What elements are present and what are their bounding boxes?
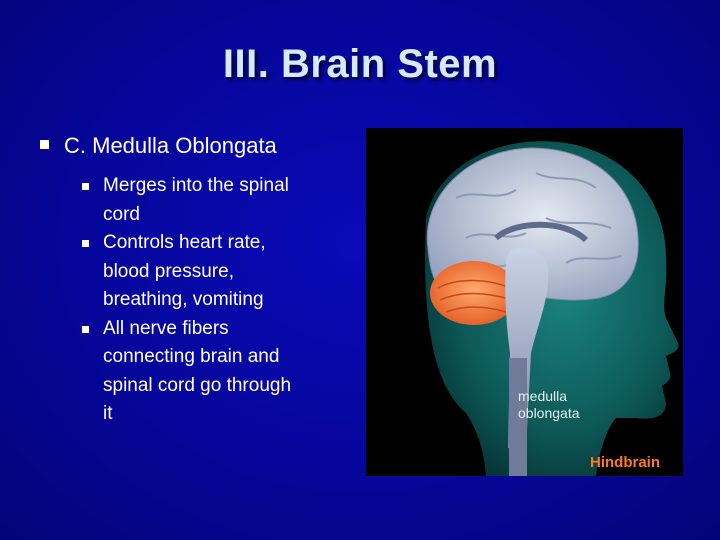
medulla-label-line-2: oblongata — [518, 405, 580, 421]
medulla-label-line-1: medulla — [518, 388, 568, 404]
bullet-square-icon — [82, 183, 89, 190]
sub-bullet-1-line-2: cord — [103, 203, 140, 225]
slide-title: III. Brain Stem — [222, 42, 498, 86]
bullet-square-icon — [82, 325, 89, 333]
sub-bullet-list: Merges into the spinal cord Controls hea… — [80, 172, 350, 429]
hindbrain-label: Hindbrain — [590, 454, 660, 471]
sub-bullet-1-line-1: Merges into the spinal — [103, 175, 289, 196]
sub-bullet-2-line-1: Controls heart rate, — [103, 232, 266, 253]
sub-bullet-3-line-2: connecting brain and — [103, 346, 280, 367]
sub-bullet-2-line-3: breathing, vomiting — [103, 289, 264, 310]
sub-bullet-2: Controls heart rate, blood pressure, bre… — [80, 229, 350, 315]
bullet-square-icon — [40, 139, 49, 149]
medulla-label: medulla oblongata — [518, 388, 608, 422]
sub-bullet-2-line-2: blood pressure, — [103, 260, 234, 282]
bullet-square-icon — [82, 240, 89, 247]
brain-illustration — [366, 128, 683, 476]
sub-bullet-3-line-3: spinal cord go through — [103, 374, 292, 396]
brain-head-graphic — [366, 128, 683, 476]
sub-bullet-1: Merges into the spinal cord — [80, 172, 350, 229]
sub-bullet-3-line-1: All nerve fibers — [103, 317, 229, 339]
sub-bullet-3: All nerve fibers connecting brain and sp… — [80, 315, 350, 429]
main-bullet: C. Medulla Oblongata — [40, 133, 277, 159]
sub-bullet-3-line-4: it — [103, 403, 113, 424]
main-bullet-text: C. Medulla Oblongata — [64, 133, 277, 158]
